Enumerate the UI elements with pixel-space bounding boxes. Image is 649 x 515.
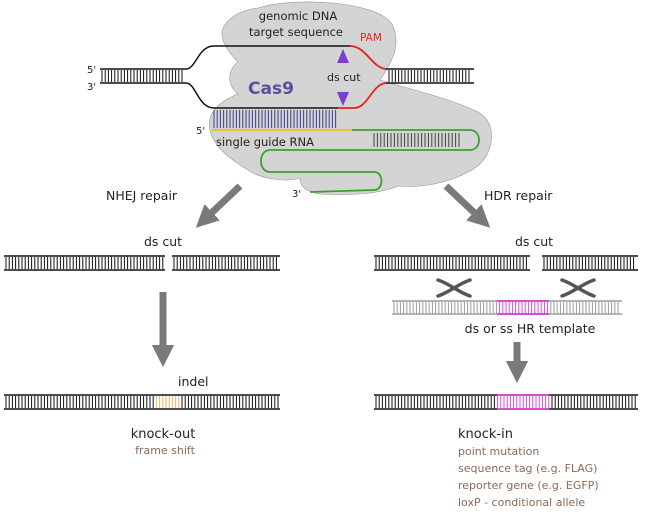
nhej-ds-cut-label: ds cut [144, 234, 182, 249]
pam-label: PAM [360, 32, 382, 44]
pam-segment-bottom [338, 82, 387, 109]
guide-pairing [213, 110, 337, 128]
nhej-cut-duplex [4, 255, 280, 271]
nhej-repaired-duplex [4, 394, 280, 410]
cut-arrow-bottom [337, 92, 349, 106]
strand-bottom-open [185, 82, 338, 109]
cas9-label: Cas9 [248, 79, 294, 99]
cas9-title-line1: genomic DNA [259, 9, 338, 23]
cas9-title-line2: target sequence [249, 25, 343, 39]
knock-in-detail-4: loxP - conditional allele [458, 496, 585, 509]
nhej-panel: ds cut indel knock-out frame shift [4, 234, 280, 457]
knock-in-detail-2: sequence tag (e.g. FLAG) [458, 462, 597, 475]
pam-segment-top [349, 45, 387, 70]
hdr-repair-label: HDR repair [484, 188, 553, 203]
crossover-right [560, 278, 596, 298]
hdr-ds-cut-label: ds cut [515, 234, 553, 249]
guide-five-prime: 5' [196, 126, 205, 137]
knock-in-detail-1: point mutation [458, 445, 539, 458]
hdr-panel: ds cut ds or ss HR template [374, 234, 638, 509]
guide-three-prime: 3' [292, 189, 301, 200]
hdr-repaired-duplex [374, 394, 638, 410]
cas9-protein-shape [209, 1, 492, 196]
hdr-cut-duplex [374, 255, 638, 271]
indel-label: indel [178, 374, 209, 389]
nhej-repair-label: NHEJ repair [106, 188, 178, 203]
knock-in-label: knock-in [458, 427, 513, 442]
three-prime-label: 3' [87, 82, 96, 93]
ds-cut-label-top: ds cut [327, 71, 361, 84]
hr-template [392, 300, 622, 315]
frame-shift-label: frame shift [135, 444, 196, 457]
cas9-complex: genomic DNA target sequence 5' 3' PAM ds… [87, 1, 492, 200]
knock-out-label: knock-out [131, 427, 196, 442]
nhej-arrow [195, 183, 243, 228]
hdr-arrow [443, 183, 491, 228]
guide-rna-scaffold [260, 129, 480, 193]
scaffold-pairing [373, 133, 460, 147]
genomic-dna-right [386, 68, 474, 84]
crossover-left [436, 278, 472, 298]
cut-arrow-top [337, 49, 349, 63]
five-prime-label: 5' [87, 65, 96, 76]
hr-template-label: ds or ss HR template [465, 321, 596, 336]
guide-rna-label: single guide RNA [216, 135, 314, 149]
genomic-dna-left [100, 68, 186, 84]
knock-in-detail-3: reporter gene (e.g. EGFP) [458, 479, 599, 492]
